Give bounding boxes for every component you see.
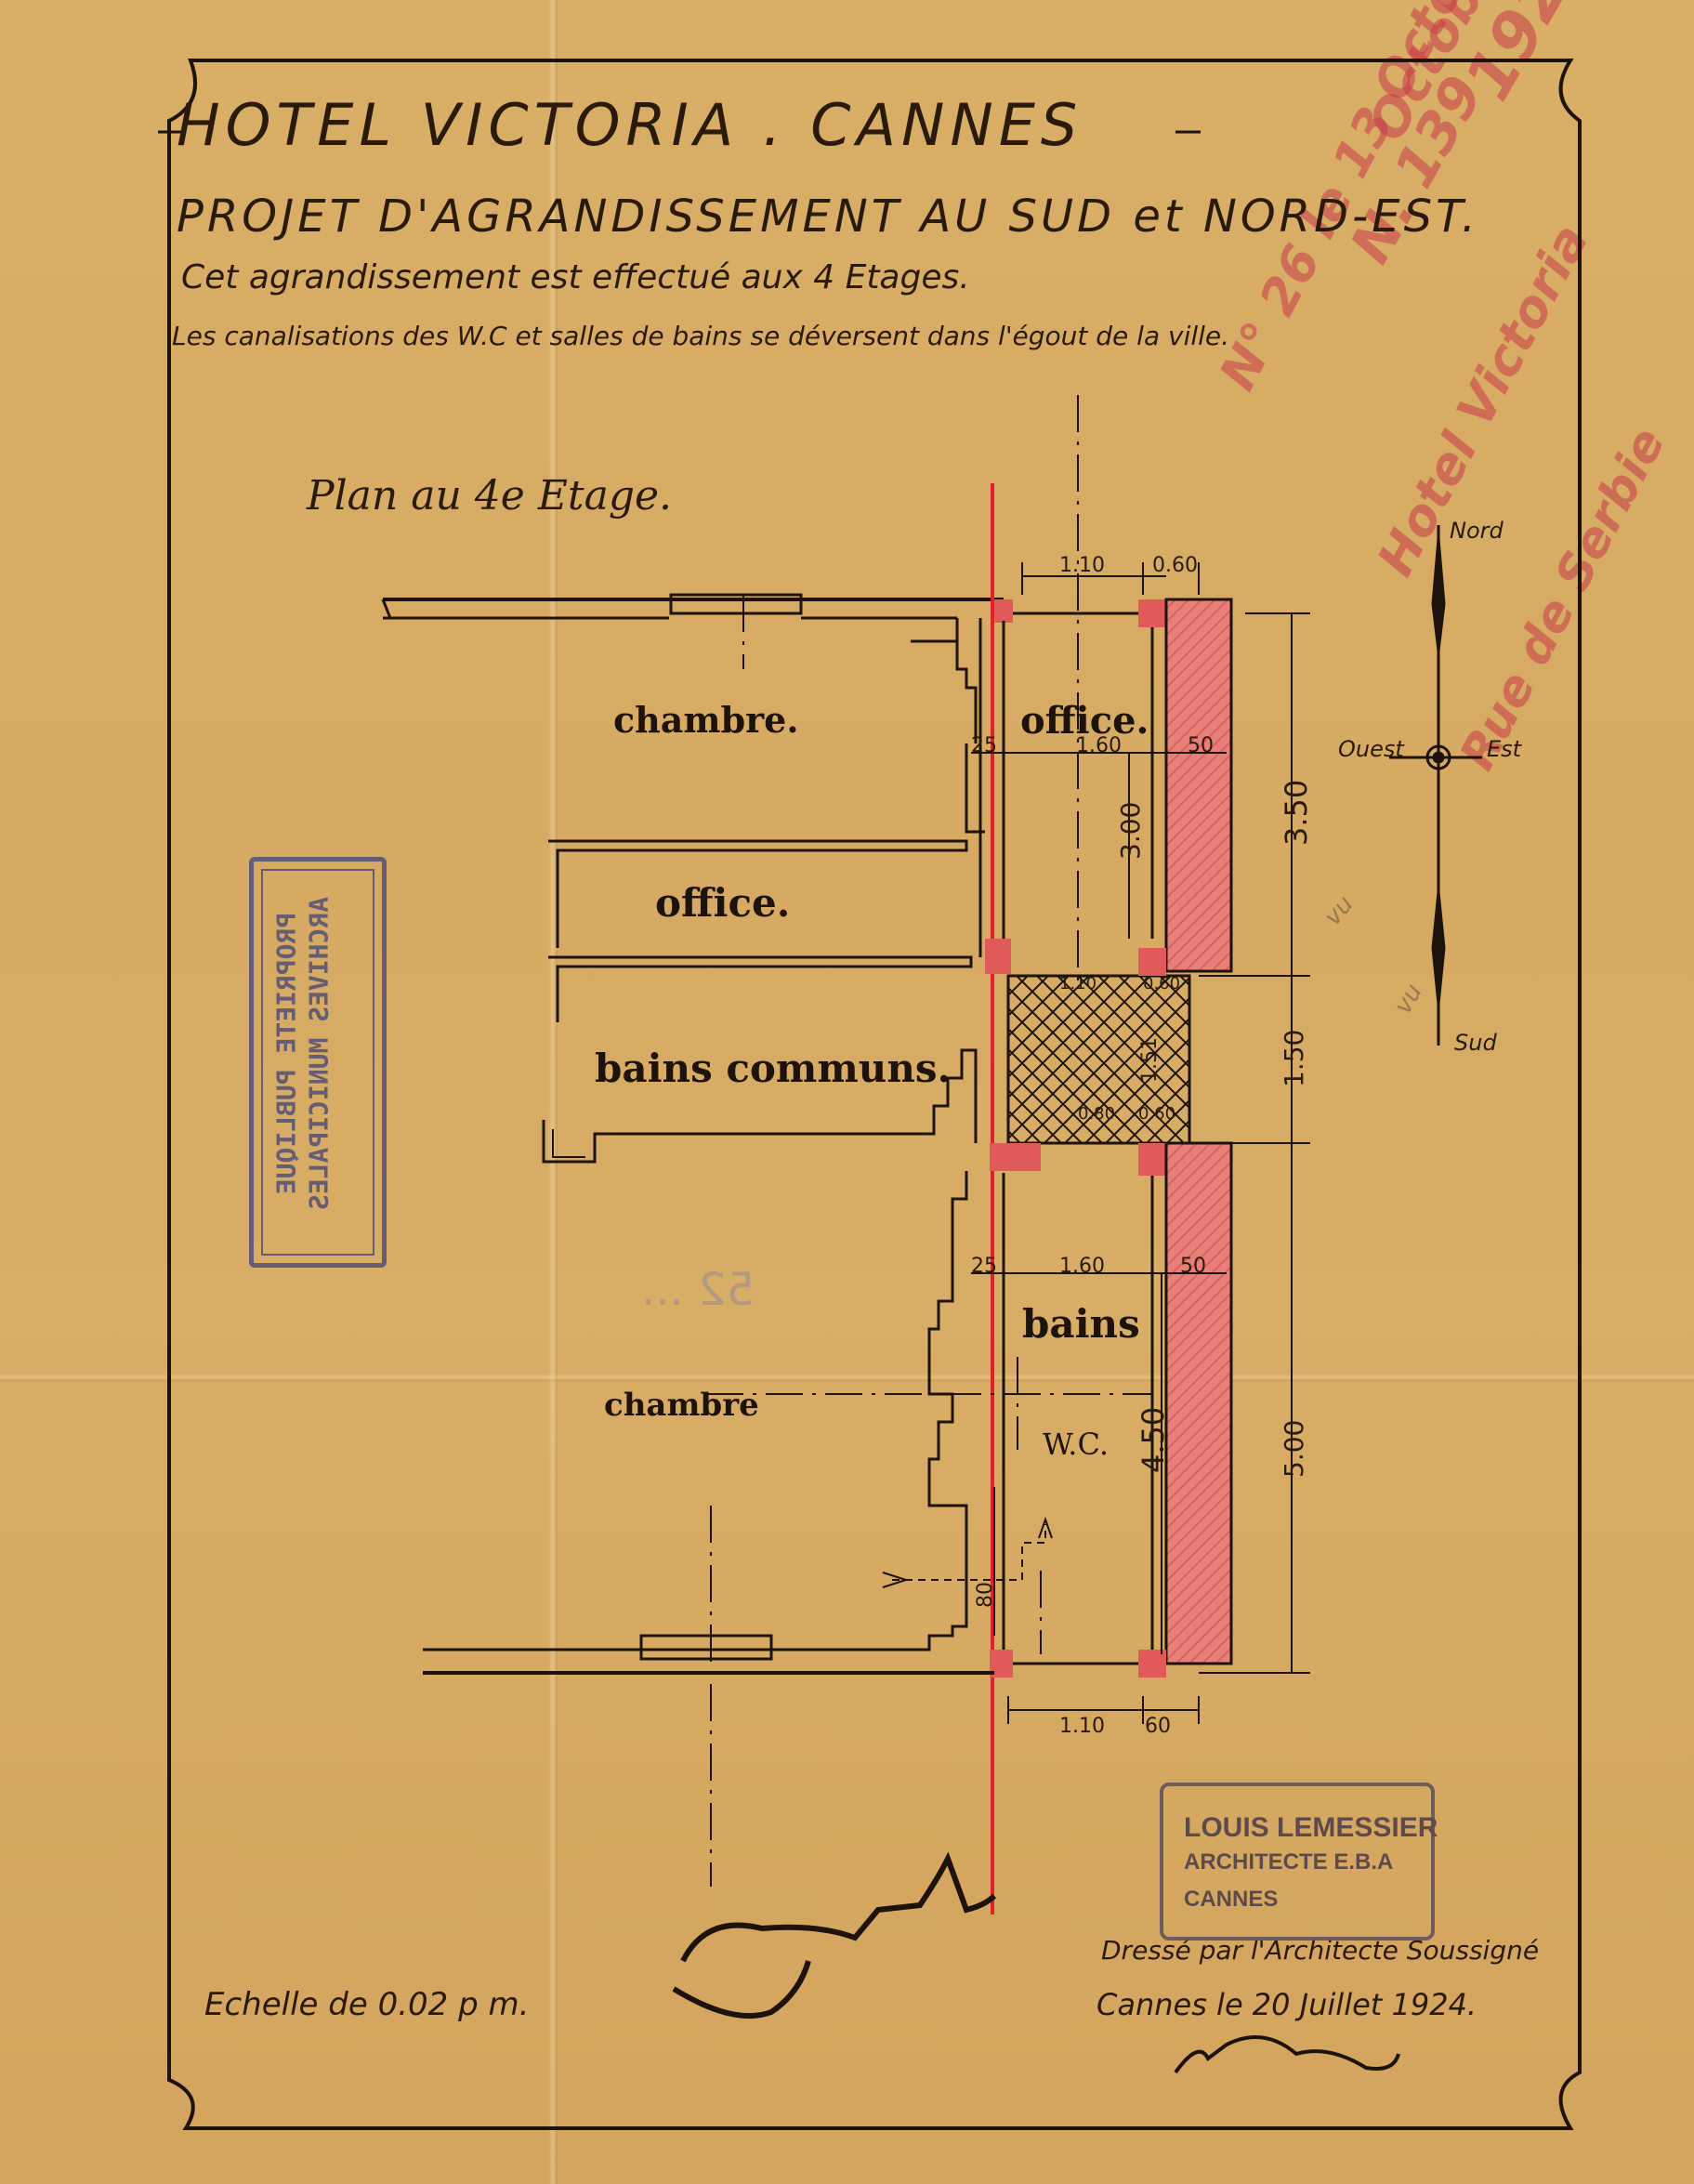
dim-total-top: 3.50 <box>1279 779 1314 846</box>
compass-north-label: Nord <box>1450 518 1504 544</box>
archive-stamp-line-2: PROPRIETE PUBLIQUE <box>270 912 302 1195</box>
compass-rose <box>1389 525 1482 1046</box>
dim-bains-depth: 4.50 <box>1136 1406 1171 1473</box>
dim-office-depth: 3.00 <box>1115 801 1146 860</box>
dim-step-80: 80 <box>974 1582 997 1608</box>
room-label-bains-communs: bains communs. <box>595 1046 952 1091</box>
compass-west-label: Ouest <box>1338 736 1404 762</box>
dim-bottom-width-1: 1.10 <box>1059 1715 1105 1738</box>
bath-tiled-area <box>1006 974 1191 1145</box>
dim-total-bottom: 5.00 <box>1279 1419 1309 1478</box>
dim-wall-50-top: 50 <box>1188 734 1214 757</box>
fold-vertical <box>548 0 558 2184</box>
dim-top-width-1: 1.10 <box>1059 554 1105 577</box>
fold-horizontal <box>0 1374 1694 1381</box>
document-title: HOTEL VICTORIA . CANNES <box>177 91 1083 159</box>
dimension-lines <box>971 562 1310 1724</box>
document-subtitle: PROJET D'AGRANDISSEMENT AU SUD et NORD-E… <box>177 191 1479 243</box>
new-wall-south <box>1164 1141 1233 1665</box>
compass-south-label: Sud <box>1454 1030 1497 1056</box>
archive-stamp-line-1: ARCHIVES MUNICIPALES <box>303 896 335 1211</box>
architect-stamp-city: CANNES <box>1184 1887 1279 1912</box>
room-label-office-right: office. <box>1020 699 1149 743</box>
dim-bains-width: 1.60 <box>1059 1255 1105 1278</box>
room-label-bains: bains <box>1022 1301 1140 1347</box>
axis-lines <box>706 395 1152 1887</box>
dim-office-width: 1.60 <box>1076 734 1122 757</box>
architect-signature <box>672 1851 997 2020</box>
dim-bath-b2: 0.60 <box>1138 1104 1176 1124</box>
dim-wall-25-top: 25 <box>971 734 997 757</box>
note-line-2: Les canalisations des W.C et salles de b… <box>172 321 1230 351</box>
dim-bottom-width-2: 60 <box>1145 1715 1171 1738</box>
architect-stamp: LOUIS LEMESSIER ARCHITECTE E.B.A CANNES <box>1160 1783 1438 1941</box>
dim-wall-50-bottom: 50 <box>1180 1255 1206 1278</box>
dim-bath-b1: 0.80 <box>1078 1104 1116 1124</box>
compass-east-label: Est <box>1487 736 1522 762</box>
scale-note: Echelle de 0.02 p m. <box>204 1986 530 2023</box>
room-label-wc: W.C. <box>1043 1427 1109 1462</box>
dim-bath-depth: 1.51 <box>1138 1037 1162 1083</box>
architect-stamp-title: ARCHITECTE E.B.A <box>1184 1849 1394 1875</box>
room-label-office-left: office. <box>655 880 791 926</box>
faint-bleed-text: 52 ... <box>641 1264 755 1316</box>
new-wall-north <box>1164 598 1233 973</box>
archive-stamp: ARCHIVES MUNICIPALES PROPRIETE PUBLIQUE <box>249 857 387 1268</box>
signed-line-2: Cannes le 20 Juillet 1924. <box>1097 1987 1477 2022</box>
room-label-chambre-top: chambre. <box>613 699 799 741</box>
room-label-chambre-bottom: chambre <box>604 1387 759 1424</box>
second-signature <box>1174 2035 1400 2074</box>
dim-top-width-2: 0.60 <box>1152 554 1198 577</box>
dim-bath-w2: 0.60 <box>1143 974 1181 993</box>
dim-bath-w1: 1.10 <box>1059 974 1097 993</box>
architect-stamp-name: LOUIS LEMESSIER <box>1184 1812 1438 1843</box>
border-frame <box>167 59 1582 2130</box>
note-line-1: Cet agrandissement est effectué aux 4 Et… <box>181 258 970 296</box>
plan-title: Plan au 4e Etage. <box>307 472 673 520</box>
dim-total-mid: 1.50 <box>1279 1029 1309 1087</box>
dim-wall-25-bottom: 25 <box>971 1255 997 1278</box>
